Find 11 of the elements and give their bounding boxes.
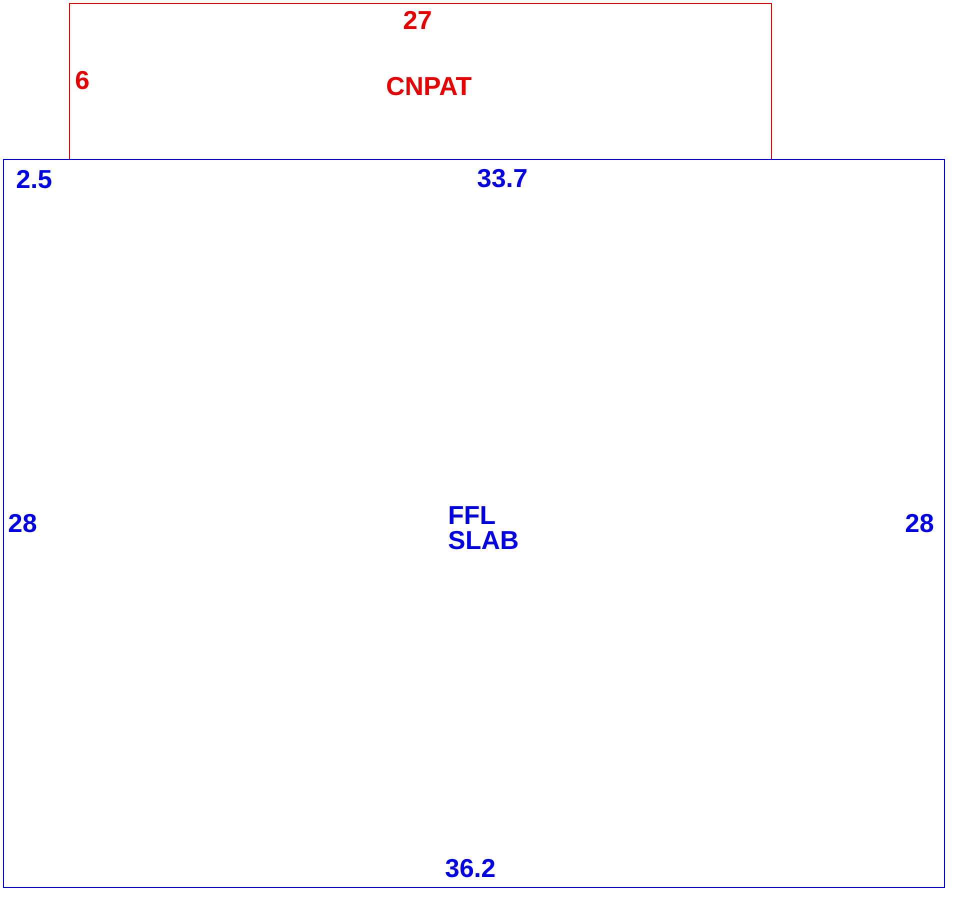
dimension-label: 33.7 xyxy=(477,165,528,191)
dimension-label: 27 xyxy=(403,7,432,33)
area-label: CNPAT xyxy=(386,74,473,99)
dimension-label: 2.5 xyxy=(16,166,52,192)
dimension-label: 36.2 xyxy=(445,855,496,881)
outline-box xyxy=(69,3,772,160)
dimension-label: 28 xyxy=(905,510,934,536)
area-label: FFL SLAB xyxy=(448,503,520,553)
dimension-label: 6 xyxy=(75,67,90,93)
outline-box xyxy=(3,159,945,888)
dimension-label: 28 xyxy=(8,510,37,536)
